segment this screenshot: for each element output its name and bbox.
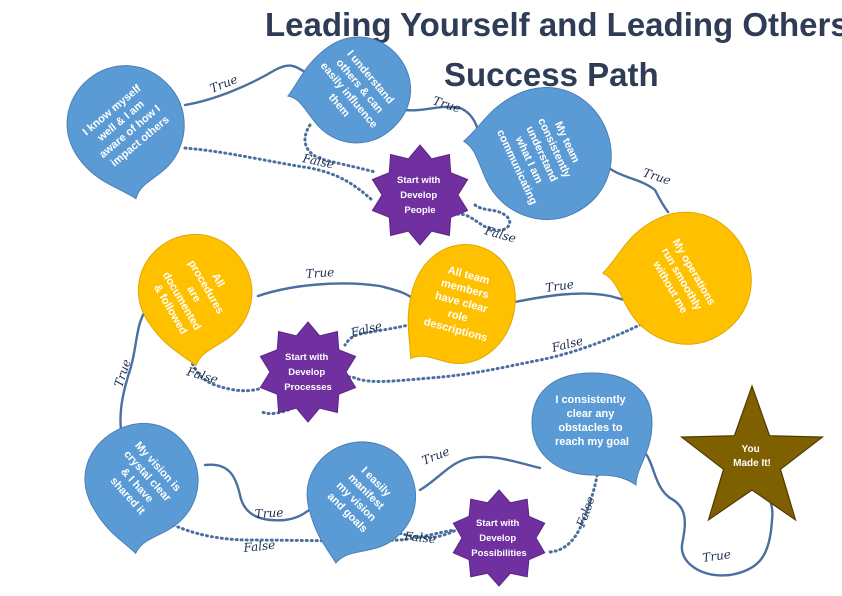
title-line-2: Success Path [444,56,659,93]
label-true: True [208,72,240,96]
path-false-operations-to-processes [260,318,652,416]
label-false: False [403,529,437,546]
node-team-understand: My team consistently understand what I a… [462,86,612,221]
label-true: True [254,506,283,521]
label-false: False [549,334,584,356]
node-obstacles-text: I consistently clear any obstacles to re… [555,394,629,448]
path-true-understand-to-team [403,105,480,132]
path-true-team-to-operations [603,163,670,214]
label-false: False [300,151,335,172]
path-true-vision-to-manifest [203,463,314,522]
label-false: False [482,223,517,245]
path-false-obstacles-to-possibilities [546,468,600,554]
path-true-procedures-to-vision [119,303,152,442]
node-procedures: All procedures are documented & followed [137,233,253,367]
star-develop-people-text: Start with Develop People [397,175,443,216]
label-true: True [701,547,731,565]
label-true: True [112,357,134,389]
star-develop-possibilities: Start with Develop Possibilities [452,489,546,587]
path-true-manifest-to-obstacles [418,455,542,492]
star-finish-text: You Made It! [733,444,771,469]
path-false-manifest-to-possibilities [393,528,458,540]
label-false: False [348,319,383,341]
star-develop-processes-text: Start with Develop Processes [284,352,332,393]
node-team-roles: All team members have clear role descrip… [407,244,516,364]
path-false-roles-to-processes [343,320,422,347]
star-develop-possibilities-text: Start with Develop Possibilities [471,518,526,559]
label-false: False [573,494,597,530]
label-true: True [305,265,334,281]
star-finish: You Made It! [679,384,825,522]
node-understand-others: I understand others & can easily influen… [287,36,411,144]
node-know-myself: I know myself well & I am aware of how I… [66,65,185,200]
path-false-know-to-people [183,146,374,202]
label-true: True [431,94,463,116]
label-true: True [544,277,574,295]
path-true-obstacles-to-finish [638,446,774,577]
path-false-understand-to-people [303,123,377,174]
node-obstacles: I consistently clear any obstacles to re… [531,372,653,486]
label-false: False [184,364,219,386]
node-operations: My operations run smoothly without me [601,211,752,345]
node-manifest: I easily manifest my vision and goals [306,441,416,564]
node-vision-clear: My vision is crystal clear & I have shar… [84,423,199,555]
path-true-know-to-understand [183,64,307,107]
star-develop-people: Start with Develop People [371,144,469,246]
label-false: False [242,538,276,555]
path-true-procedures-to-roles [256,282,417,302]
star-develop-processes: Start with Develop Processes [259,321,357,423]
label-true: True [420,444,452,468]
